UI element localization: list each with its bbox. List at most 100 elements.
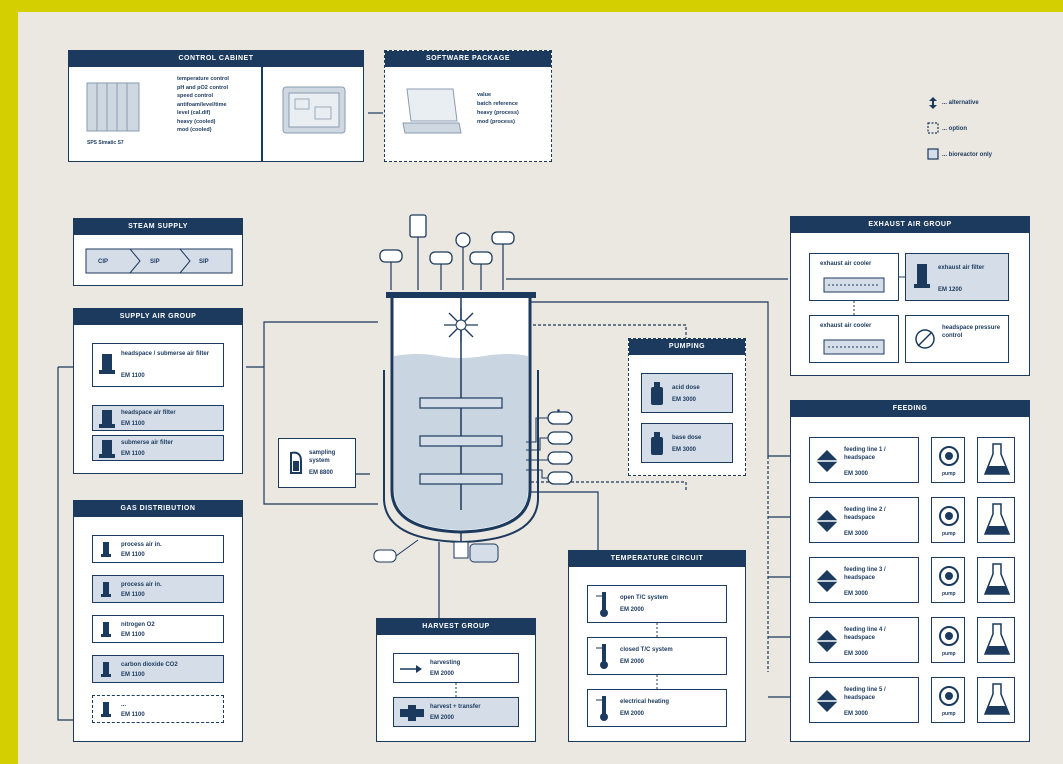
feed-valve-icon [816, 510, 838, 532]
sensor-icon [547, 451, 573, 465]
steam-step: SIP [150, 259, 160, 265]
gas-item: nitrogen O2 EM 1100 [92, 615, 224, 643]
supply-air-title: SUPPLY AIR GROUP [74, 309, 242, 325]
alternative-icon [929, 97, 937, 109]
pump-item: base dose EM 3000 [641, 423, 733, 463]
gas-item: process air in. EM 1100 [92, 535, 224, 563]
pumping-title: PUMPING [629, 339, 745, 355]
control-cabinet-title: CONTROL CABINET [69, 51, 363, 67]
flowmeter-icon [101, 622, 111, 637]
sensor-icon [469, 251, 493, 265]
gas-distribution-group: GAS DISTRIBUTION process air in. EM 1100… [73, 500, 243, 742]
bottle-icon [651, 382, 663, 405]
control-item: mod (cooled) [177, 127, 212, 133]
pump-item: acid dose EM 3000 [641, 373, 733, 413]
harvest-group: HARVEST GROUP harvesting EM 2000 harvest… [376, 618, 536, 742]
exhaust-air-group: EXHAUST AIR GROUP exhaust air cooler exh… [790, 216, 1030, 376]
flowmeter-icon [101, 542, 111, 557]
software-item: batch reference [477, 101, 518, 107]
thermometer-icon [596, 644, 608, 669]
feeding-row: feeding line 2 / headspace EM 3000 pump [809, 497, 1019, 543]
thermometer-icon [596, 696, 608, 721]
exhaust-item: exhaust air cooler [809, 315, 899, 363]
exhaust-item: headspace pressure control [905, 315, 1009, 363]
pressure-valve-icon [915, 329, 935, 349]
feed-valve-icon [816, 690, 838, 712]
filter-icon [99, 410, 115, 428]
legend-label: ... bioreactor only [942, 152, 993, 158]
sampling-icon [290, 451, 302, 474]
exhaust-air-title: EXHAUST AIR GROUP [791, 217, 1029, 233]
flask-icon [983, 443, 1011, 475]
gas-distribution-title: GAS DISTRIBUTION [74, 501, 242, 517]
sensor-icon [547, 431, 573, 445]
software-item: mod (process) [477, 119, 515, 125]
harvest-title: HARVEST GROUP [377, 619, 535, 635]
sensor-icon [379, 249, 403, 263]
feed-valve-icon [816, 570, 838, 592]
sensor-icon [547, 471, 573, 485]
connection-lines [57, 112, 808, 721]
supply-air-item: headspace / submerse air filter EM 1100 [92, 343, 224, 387]
sensor-icon [491, 231, 515, 245]
transfer-pump-icon [400, 705, 424, 721]
control-cabinet-group: CONTROL CABINET SPS Simatic S7 temperatu… [68, 50, 364, 162]
flask-icon [983, 503, 1011, 535]
temperature-circuit-group: TEMPERATURE CIRCUIT open T/C system EM 2… [568, 550, 746, 742]
software-title: SOFTWARE PACKAGE [385, 51, 551, 67]
feed-valve-icon [816, 450, 838, 472]
exhaust-item: exhaust air filter EM 1200 [905, 253, 1009, 301]
feeding-row: feeding line 3 / headspace EM 3000 pump [809, 557, 1019, 603]
steam-arrows [85, 248, 233, 274]
feeding-row: feeding line 4 / headspace EM 3000 pump [809, 617, 1019, 663]
pump-icon [939, 686, 959, 706]
pumping-group: PUMPING acid dose EM 3000 base dose EM 3… [628, 338, 746, 476]
software-item: value [477, 92, 492, 98]
supply-air-item: submerse air filter EM 1100 [92, 435, 224, 461]
bottle-icon [651, 432, 663, 455]
control-item: temperature control [177, 76, 229, 82]
software-package-group: SOFTWARE PACKAGE value batch reference h… [384, 50, 552, 162]
harvest-item: harvest + transfer EM 2000 [393, 697, 519, 727]
cabinet-device-label: SPS Simatic S7 [87, 140, 124, 146]
harvest-item: harvesting EM 2000 [393, 653, 519, 683]
sensor-probe-icon [409, 214, 427, 238]
feeding-row: feeding line 5 / headspace EM 3000 pump [809, 677, 1019, 723]
control-item: antifoam/level/time [177, 101, 227, 108]
arrow-right-icon [400, 665, 422, 673]
flask-icon [983, 683, 1011, 715]
link-supply-air [246, 321, 378, 368]
bioreactor-vessel [373, 214, 560, 563]
touch-panel-icon [282, 86, 346, 134]
pump-icon [939, 446, 959, 466]
link-gas-distribution [57, 367, 73, 721]
flowmeter-icon [101, 582, 111, 597]
steam-supply-group: STEAM SUPPLY CIP SIP SIP [73, 218, 243, 286]
temperature-item: closed T/C system EM 2000 [587, 637, 727, 675]
control-item: speed control [177, 93, 214, 99]
steam-step: SIP [199, 259, 209, 265]
software-item: heavy (process) [477, 110, 519, 116]
temperature-item: open T/C system EM 2000 [587, 585, 727, 623]
feeding-title: FEEDING [791, 401, 1029, 417]
cooler-icon [823, 277, 885, 293]
diagram-canvas: ... alternative ... option ... bioreacto… [18, 12, 1063, 764]
vessel-side-sensors [526, 411, 573, 485]
software-list: value batch reference heavy (process) mo… [477, 91, 547, 127]
cooler-icon [823, 339, 885, 355]
control-list: temperature control pH and pO2 control s… [177, 75, 257, 135]
control-item: level (cal.dif) [177, 110, 211, 116]
gas-item: process air in. EM 1100 [92, 575, 224, 603]
link-supply-lower [263, 367, 378, 505]
gas-item: ... EM 1100 [92, 695, 224, 723]
filter-icon [99, 440, 115, 458]
flask-icon [983, 563, 1011, 595]
sensor-icon [429, 251, 453, 265]
steam-supply-title: STEAM SUPPLY [74, 219, 242, 235]
bioreactor-only-icon [927, 148, 939, 160]
legend-label: ... alternative [942, 100, 979, 106]
control-item: pH and pO2 control [177, 84, 229, 91]
feed-valve-icon [816, 630, 838, 652]
flowmeter-icon [101, 702, 111, 717]
pump-icon [939, 506, 959, 526]
